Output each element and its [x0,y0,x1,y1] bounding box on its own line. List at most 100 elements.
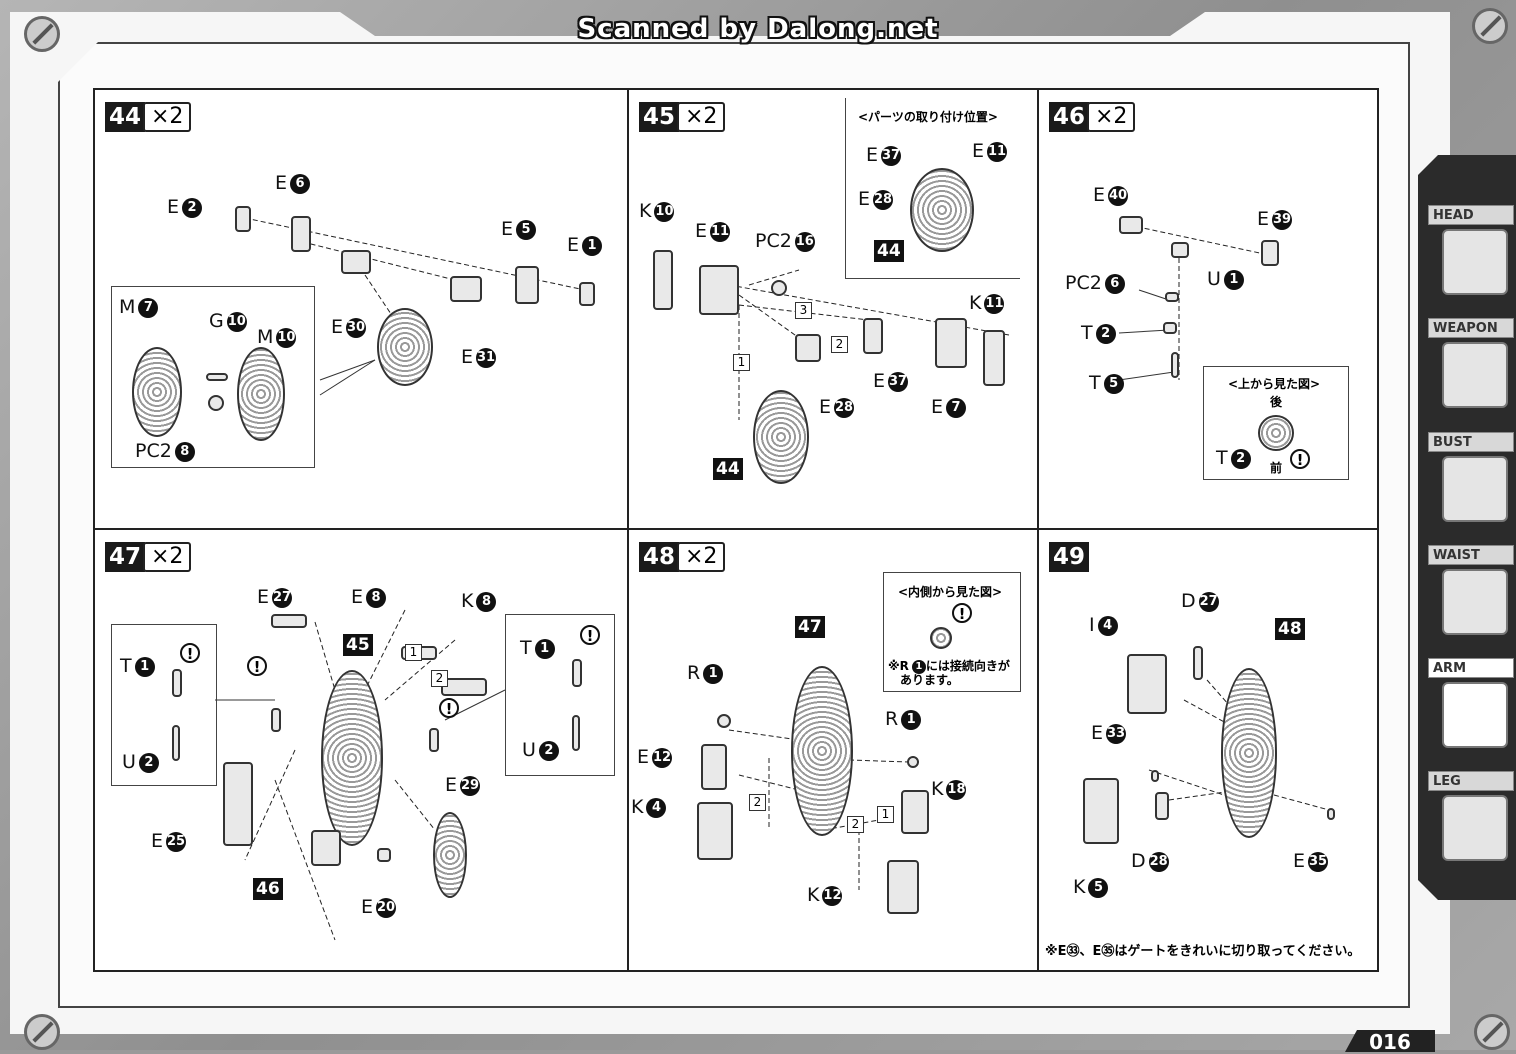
tab-waist[interactable]: WAIST [1428,545,1514,645]
corner-bolt-icon [1472,8,1508,44]
part-g10 [206,373,228,381]
part-k4 [697,802,733,860]
part-k10 [653,250,673,310]
sequence-marker: 3 [795,302,812,319]
step-number: 47 [105,542,146,572]
part-48-assembly [1221,668,1277,838]
step-number: 44 [105,102,146,132]
part-e7 [935,318,967,368]
part-pc2-8 [208,395,224,411]
inset-note-line2: あります。 [900,673,959,687]
tab-label: WEAPON [1428,318,1514,338]
part-d28 [1155,792,1169,820]
part-45-assembly [321,670,383,846]
part-e37 [863,318,883,354]
tab-weapon[interactable]: WEAPON [1428,318,1514,418]
tab-arm[interactable]: ARM [1428,658,1514,758]
part-e33 [1151,770,1159,782]
part-t1 [172,669,182,697]
sequence-marker: 1 [733,354,750,371]
part-i4 [1127,654,1167,714]
part-e30-cap [341,250,371,274]
part-e35 [1327,808,1335,820]
corner-bolt-icon [24,16,60,52]
step-multiplier: ×2 [143,102,192,132]
part-k5 [1083,778,1119,844]
part-r1 [717,714,731,728]
sequence-marker: 2 [431,670,448,687]
part-t1 [572,659,582,687]
part-pc2-16 [771,280,787,296]
ref-step-badge: 46 [253,878,283,900]
step-multiplier: ×2 [1087,102,1136,132]
caution-icon: ! [580,625,600,645]
part-e1 [579,282,595,306]
sequence-marker: 2 [749,794,766,811]
caution-icon: ! [439,698,459,718]
part-e6 [291,216,311,252]
gate-trim-footnote: ※E㉝、E㉟はゲートをきれいに切り取ってください。 [1045,944,1361,959]
part-t1-mount [429,728,439,752]
part-e40 [1119,216,1143,234]
head-icon [1442,229,1508,295]
part-e31 [450,276,482,302]
part-44-assembly [753,390,809,484]
part-k8 [441,678,487,696]
part-47-assembly [791,666,853,836]
front-label: 前 [1270,461,1283,475]
sequence-marker: 2 [847,816,864,833]
inside-view-part [930,627,952,649]
tab-head[interactable]: HEAD [1428,205,1514,305]
ref-step-badge: 47 [795,616,825,638]
inset-title: <上から見た図> [1228,377,1321,391]
page-number: 016 [1345,1030,1435,1052]
part-e11 [699,265,739,315]
part-t1-mount [271,708,281,732]
caution-icon: ! [180,643,200,663]
step-multiplier: ×2 [677,102,726,132]
part-u2 [172,725,180,761]
ref-step-badge: 44 [874,240,904,262]
part-e28 [795,334,821,362]
part-t2 [1163,322,1177,334]
caution-icon: ! [247,656,267,676]
ref-step-badge: 48 [1275,618,1305,640]
tab-label: LEG [1428,771,1514,791]
part-k18 [901,790,929,834]
corner-bolt-icon [1474,1014,1510,1050]
part-e29 [433,812,467,898]
tab-bust[interactable]: BUST [1428,432,1514,532]
part-m7 [132,347,182,437]
tab-leg[interactable]: LEG [1428,771,1514,871]
